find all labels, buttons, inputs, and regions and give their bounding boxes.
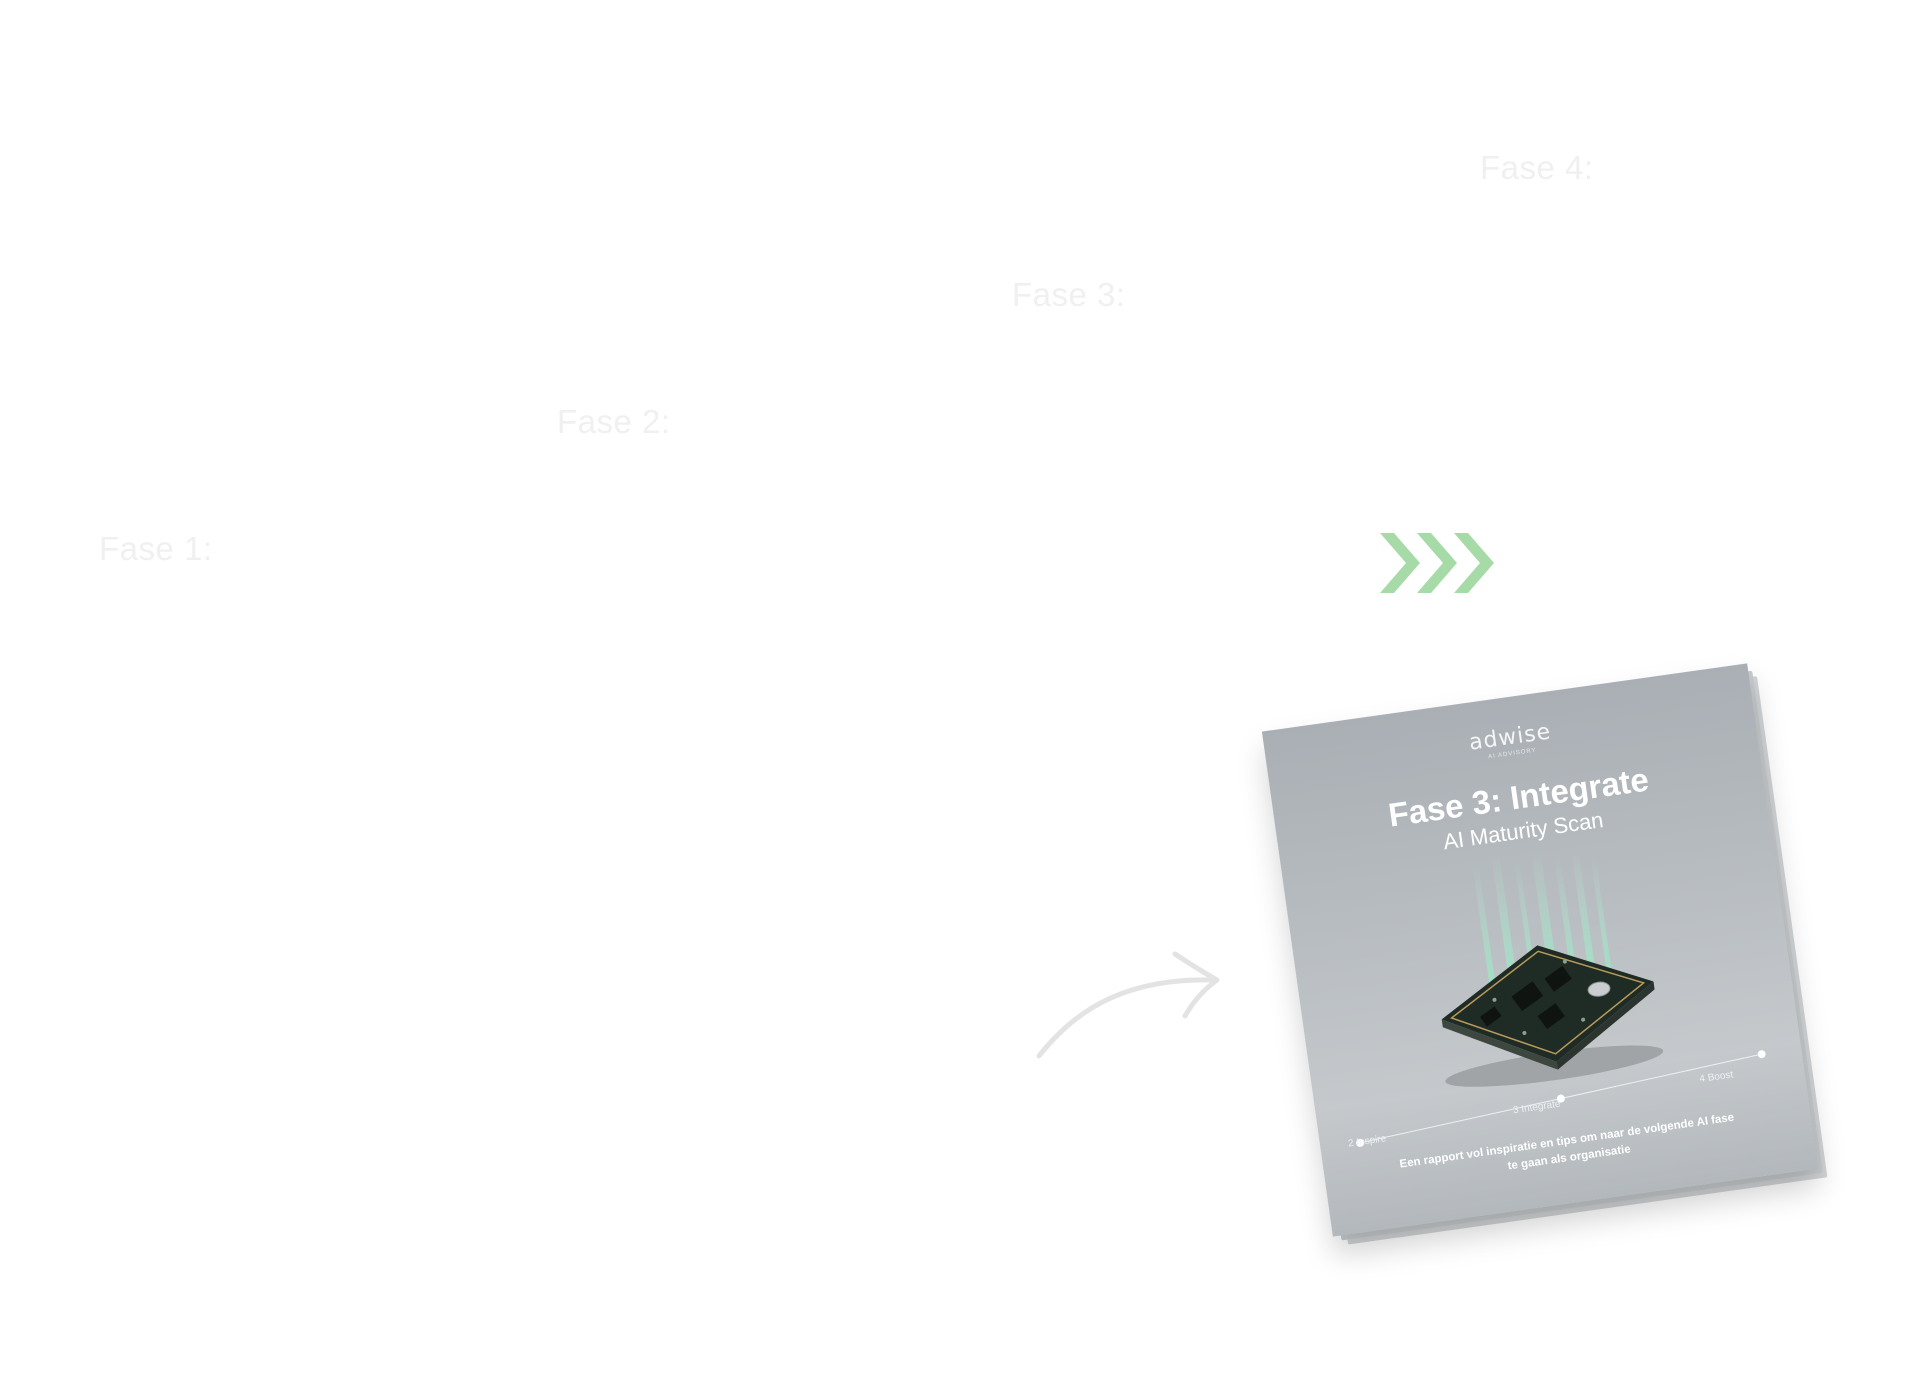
phase-2-label: Fase 2: [557,403,671,440]
phase-3-label: Fase 3: [1012,276,1126,313]
circuit-board-graphic [1441,945,1664,1087]
report-front-cover: adwise AI ADVISORY Fase 3: Integrate AI … [1261,663,1819,1237]
light-beams-graphic [1472,846,1615,1013]
phase-timeline [1356,1050,1766,1147]
report-cover: adwise AI ADVISORY Fase 3: Integrate AI … [1261,663,1828,1245]
curved-arrow-icon [1036,951,1220,1059]
phase-1-label: Fase 1: [99,530,213,567]
phase-4-label: Fase 4: [1480,149,1594,186]
triple-chevron-right-icon [1380,533,1494,593]
